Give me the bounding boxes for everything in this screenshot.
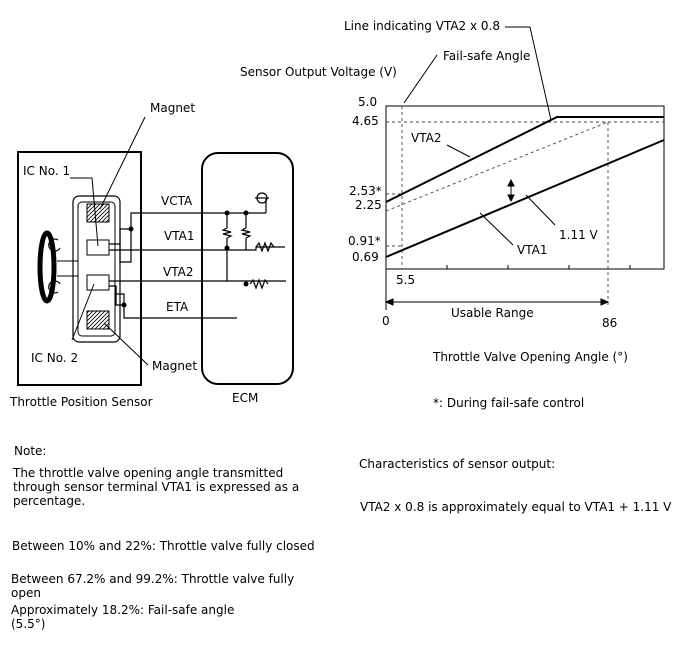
throttle-shaft-icon <box>37 230 78 304</box>
x-tick-5-5: 5.5 <box>396 273 415 287</box>
usable-range-label: Usable Range <box>451 306 534 320</box>
offset-annotation: 1.11 V <box>559 228 599 242</box>
ic1-label: IC No. 1 <box>23 164 70 178</box>
note-vta1-percentage: The throttle valve opening angle transmi… <box>13 466 300 508</box>
note-range-closed: Between 10% and 22%: Throttle valve full… <box>12 539 315 553</box>
graph-guides <box>385 106 664 306</box>
wire-vta1-label: VTA1 <box>164 229 194 243</box>
ic-no-1 <box>86 239 110 256</box>
y-tick-5-0: 5.0 <box>358 95 377 109</box>
graph-leader-lines <box>403 26 556 246</box>
x-tick-86: 86 <box>602 316 617 330</box>
x-axis-ticks <box>385 265 631 310</box>
wire-vcta-label: VCTA <box>161 194 193 208</box>
sensor-leader-lines <box>70 116 149 366</box>
throttle-position-sensor: IC No. 1 IC No. 2 Magnet Magnet Throttle… <box>9 101 197 409</box>
ic2-label: IC No. 2 <box>31 351 78 365</box>
magnet-top-label: Magnet <box>150 101 195 115</box>
ic-no-2 <box>86 274 110 291</box>
sensor-housing <box>17 151 142 386</box>
graph-xlabel: Throttle Valve Opening Angle (°) <box>432 350 628 364</box>
y-tick-2-53: 2.53* <box>349 184 382 198</box>
output-graph: Sensor Output Voltage (V) Throttle Valve… <box>240 19 665 410</box>
note-heading: Note: <box>14 444 47 458</box>
vta1-line <box>385 139 665 258</box>
y-tick-0-69: 0.69 <box>352 250 379 264</box>
vta2-line-label: VTA2 <box>411 131 441 145</box>
y-tick-0-91: 0.91* <box>348 234 381 248</box>
vta2x08-annotation: Line indicating VTA2 x 0.8 <box>344 19 500 33</box>
wiring-junctions <box>121 210 249 308</box>
offset-arrow <box>507 178 515 203</box>
ic-carrier-inner <box>77 201 116 337</box>
characteristics-heading: Characteristics of sensor output: <box>359 457 556 471</box>
characteristics-formula: VTA2 x 0.8 is approximately equal to VTA… <box>360 500 672 514</box>
failsafe-footnote: *: During fail-safe control <box>433 396 584 410</box>
y-tick-4-65: 4.65 <box>352 114 379 128</box>
magnet-bottom-label: Magnet <box>152 359 197 373</box>
wire-eta-label: ETA <box>166 300 189 314</box>
ecm-box <box>201 152 294 385</box>
note-failsafe-angle: Approximately 18.2%: Fail-safe angle (5.… <box>11 603 235 631</box>
magnet-top <box>86 203 110 223</box>
x-tick-0: 0 <box>382 314 390 328</box>
graph-ylabel: Sensor Output Voltage (V) <box>240 65 397 79</box>
vta1-line-label: VTA1 <box>517 243 547 257</box>
usable-range-dimension <box>384 298 610 306</box>
failsafe-annotation: Fail-safe Angle <box>443 49 530 63</box>
vta2-line <box>385 116 664 203</box>
graph-frame <box>385 105 665 270</box>
y-tick-2-25: 2.25 <box>355 198 382 212</box>
wire-vta2-label: VTA2 <box>163 265 193 279</box>
note-range-open: Between 67.2% and 99.2%: Throttle valve … <box>11 572 295 600</box>
sensor-title: Throttle Position Sensor <box>9 395 153 409</box>
magnet-bottom <box>86 310 110 330</box>
wiring <box>109 192 286 319</box>
ic-carrier <box>72 195 121 343</box>
ecm-label: ECM <box>232 391 258 405</box>
